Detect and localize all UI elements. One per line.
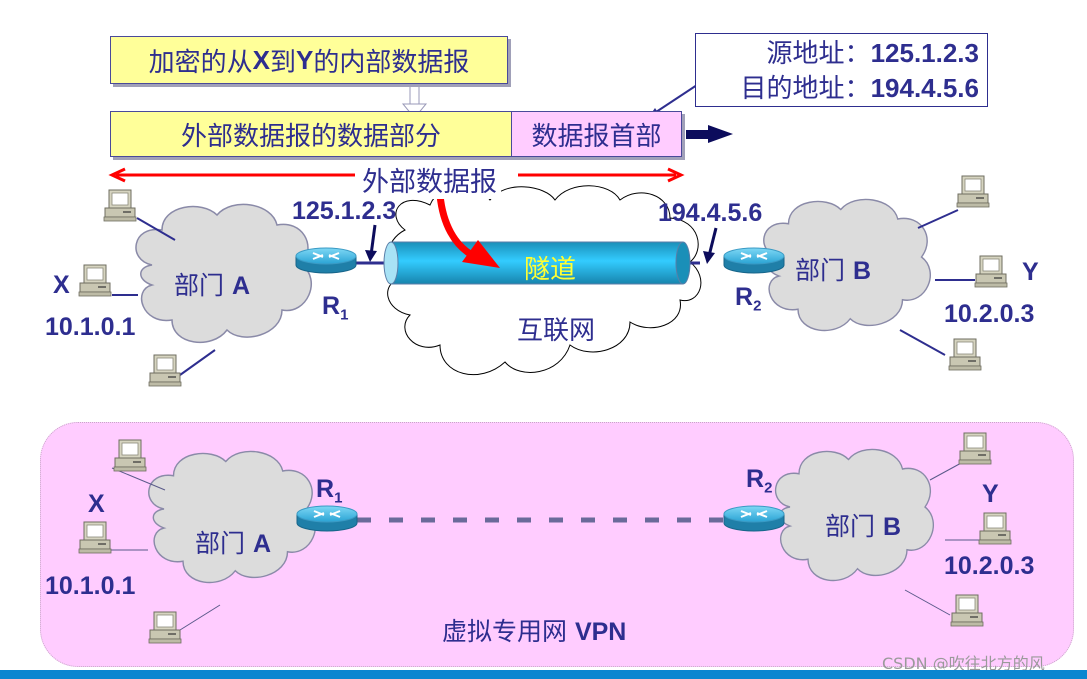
vpn-label: 虚拟专用网 VPN [442,612,626,648]
address-box: 源地址：125.1.2.3 目的地址：194.4.5.6 [695,33,988,107]
dept-a-cjk: 部门 [174,271,232,300]
outer-data-part-label: 外部数据报的数据部分 [180,121,441,152]
dept-b-label: 部门 B [795,251,871,287]
source-address-label: 源地址： [766,39,871,69]
dest-address-value: 194.4.5.6 [870,73,979,103]
inner-datagram-text: 的内部数据报 [313,47,470,78]
vpn-host-x-pc-icon [78,521,112,554]
router-r1-icon [295,247,357,274]
vpn-host-x-ip: 10.1.0.1 [45,572,136,600]
inner-datagram-box: 加密的从 X 到 Y 的内部数据报 [110,36,508,84]
vpn-dept-a-letter: A [252,530,272,558]
vpn-dept-a-label: 部门 A [195,524,271,560]
r2-ip-label: 194.4.5.6 [658,199,763,227]
watermark: CSDN @吹往北方的风 [882,654,1045,673]
vpn-dept-b-cjk: 部门 [825,512,883,541]
datagram-into-tunnel-arrow [436,194,500,268]
vpn-host-y-pc-icon [978,512,1012,545]
dept-b-cjk: 部门 [795,256,853,285]
vpn-r1-sub: 1 [334,489,343,507]
source-address-row: 源地址：125.1.2.3 [696,36,979,71]
tunnel [383,241,691,285]
vpn-host-x-name: X [88,490,105,518]
r2-sub: 2 [753,297,762,315]
host-y-name: Y [1022,258,1039,286]
vpn-host-y-name: Y [982,480,999,508]
outer-data-part-box: 外部数据报的数据部分 [110,111,512,157]
vpn-r1-main: R [316,475,335,503]
vpn-r2-label: R2 [746,465,772,496]
r1-label: R1 [322,292,348,323]
dest-address-label: 目的地址： [740,74,871,104]
host-pc-icon [103,189,137,222]
vpn-r1-label: R1 [316,475,342,506]
host-pc-icon [948,338,982,371]
vpn-host-pc-icon [148,611,182,644]
r2-main: R [735,283,754,311]
outer-header-box: 数据报首部 [511,111,682,157]
r1-ip-label: 125.1.2.3 [292,197,397,225]
vpn-dept-a-cjk: 部门 [195,529,253,558]
r1-ip-pointer [365,224,377,262]
dept-b-letter: B [852,257,872,285]
vpn-router-r2-icon [723,505,785,532]
internet-label: 互联网 [517,316,596,346]
vpn-host-pc-icon [958,432,992,465]
vpn-dept-b-label: 部门 B [825,507,901,543]
inner-datagram-text: 到 [269,47,296,78]
send-arrow-icon [686,125,733,143]
router-r2-icon [723,247,785,274]
tunnel-label: 隧道 [524,255,577,285]
host-pc-icon [148,354,182,387]
inner-datagram-y: Y [296,44,314,75]
host-x-ip: 10.1.0.1 [45,313,136,341]
vpn-host-pc-icon [113,439,147,472]
vpn-dept-b-letter: B [882,513,902,541]
host-x-name: X [53,271,70,299]
outer-datagram-label: 外部数据报 [358,160,501,199]
vpn-label-latin: VPN [574,618,627,646]
header-pointer-line [649,84,698,117]
inner-datagram-x: X [252,44,270,75]
r2-ip-pointer [703,227,718,264]
vpn-r2-main: R [746,465,765,493]
outer-datagram-span-arrow [108,167,685,183]
r1-sub: 1 [340,306,349,324]
inner-datagram-text: 加密的从 [148,47,253,78]
outer-header-label: 数据报首部 [531,121,662,152]
source-address-value: 125.1.2.3 [870,38,979,68]
bottom-bar [0,670,1087,679]
vpn-host-pc-icon [950,594,984,627]
dept-a-letter: A [231,272,251,300]
r2-label: R2 [735,283,761,314]
host-y-ip: 10.2.0.3 [944,300,1035,328]
vpn-router-r1-icon [296,505,358,532]
host-pc-icon [956,175,990,208]
vpn-r2-sub: 2 [764,479,773,497]
vpn-dept-a-cloud [148,450,317,584]
dept-a-label: 部门 A [174,266,250,302]
vpn-label-cjk: 虚拟专用网 [442,617,575,646]
r1-main: R [322,292,341,320]
dest-address-row: 目的地址：194.4.5.6 [696,71,979,106]
host-x-pc-icon [78,264,112,297]
host-y-pc-icon [974,255,1008,288]
vpn-host-y-ip: 10.2.0.3 [944,552,1035,580]
